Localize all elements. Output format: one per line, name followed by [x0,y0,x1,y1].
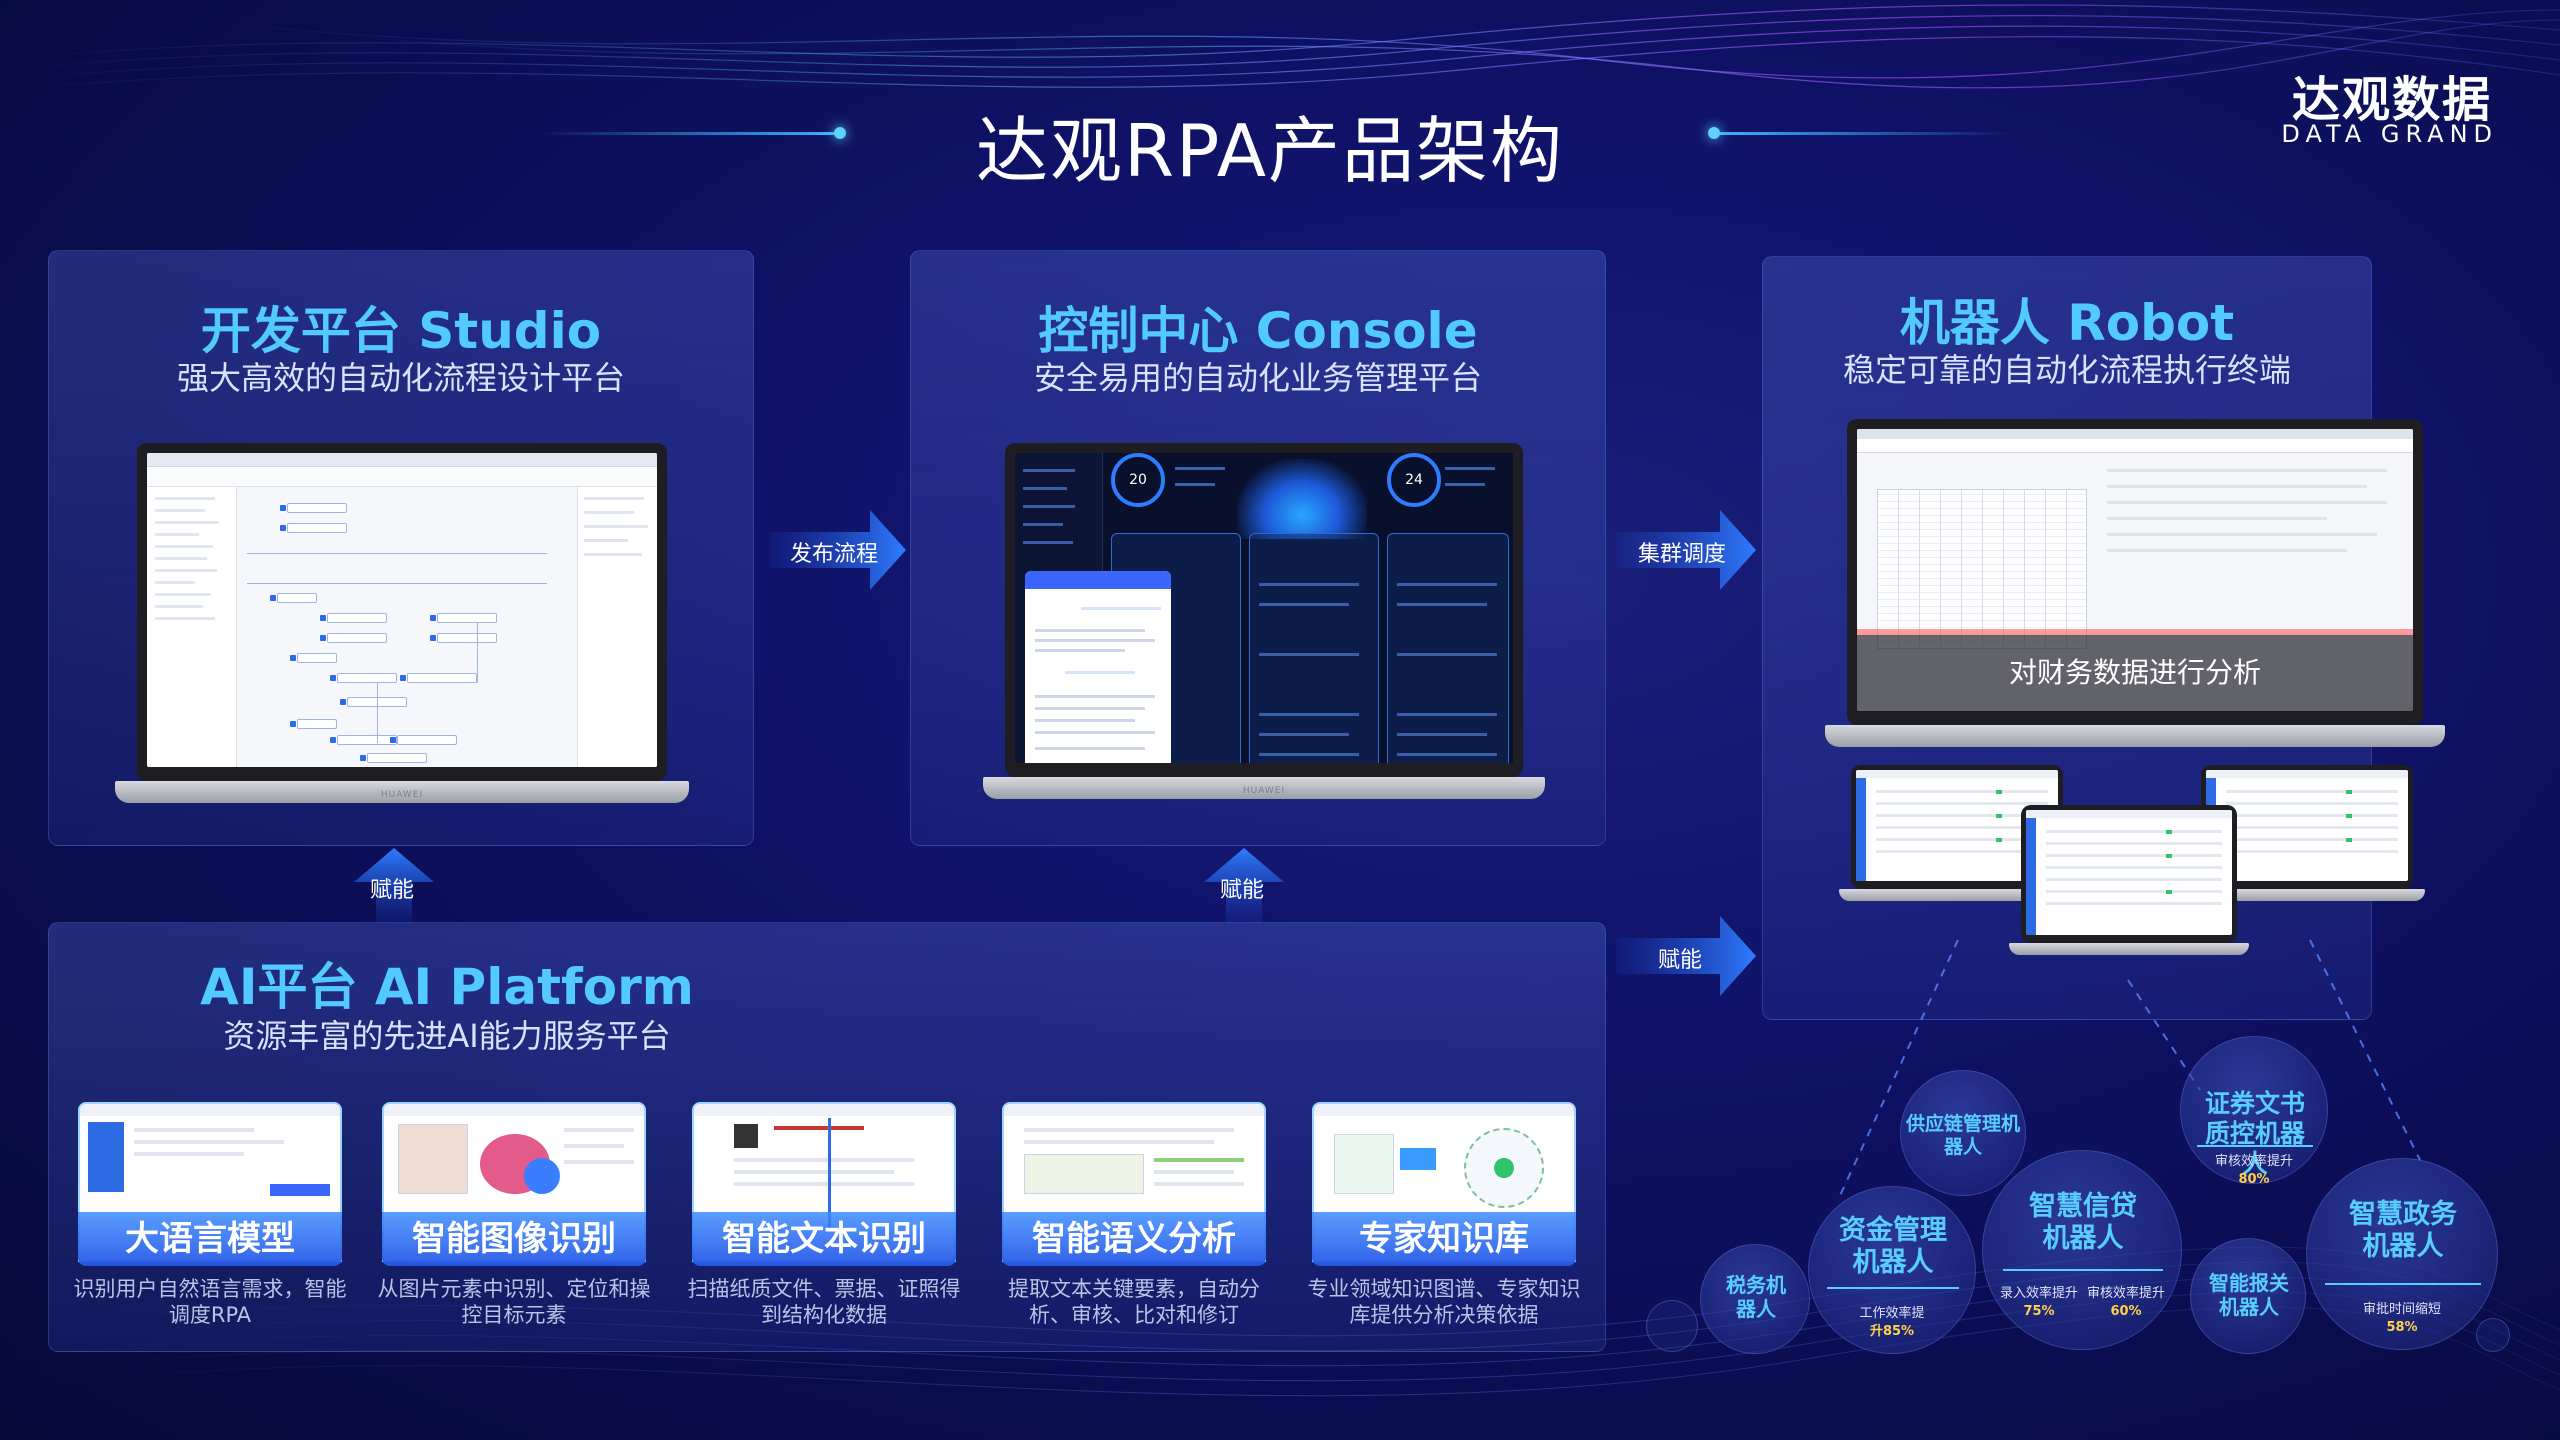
gov-stat-label: 审批时间缩短 [2362,1302,2441,1317]
console-laptop: 20 24 [983,443,1545,799]
console-screenshot: 20 24 [1015,453,1513,763]
ai-card-ocr[interactable]: 智能文本识别 扫描纸质文件、票据、证照得到结构化数据 [688,1102,961,1327]
title-decor-dot-left [834,127,846,139]
bubble-supply-chain: 供应链管理机器人 [1900,1070,2026,1196]
ai-card-desc: 识别用户自然语言需求，智能调度RPA [73,1277,347,1327]
tax-title: 税务机器人 [1726,1273,1786,1321]
securities-title: 证券文书质控机器人 [2204,1089,2305,1178]
publish-flow-label: 发布流程 [790,542,879,567]
securities-stat: 审核效率提升 80% [2181,1153,2327,1188]
securities-stat-label: 审核效率提升 [2214,1154,2293,1169]
ai-card-label: 专家知识库 [1312,1212,1576,1266]
robot-overlay-caption: 对财务数据进行分析 [2008,656,2261,689]
ai-card-desc: 专业领域知识图谱、专家知识库提供分析决策依据 [1307,1277,1581,1327]
robot-panel: 机器人 Robot 稳定可靠的自动化流程执行终端 对财务数据进行分析 [1762,256,2445,1020]
console-city-graphic [1237,459,1367,539]
ai-card-desc: 扫描纸质文件、票据、证照得到结构化数据 [687,1277,961,1327]
ai-card-llm[interactable]: 大语言模型 识别用户自然语言需求，智能调度RPA [74,1102,347,1327]
ai-card-semantic-analysis[interactable]: 智能语义分析 提取文本关键要素，自动分析、审核、比对和修订 [1002,1102,1266,1327]
empower-robot-label: 赋能 [1658,948,1703,973]
securities-stat-value: 80% [2238,1171,2270,1187]
gov-stat-value: 58% [2386,1319,2418,1335]
studio-subtitle: 强大高效的自动化流程设计平台 [176,359,625,397]
credit-title: 智慧信贷机器人 [2029,1191,2137,1255]
bubble-funds: 资金管理机器人 工作效率提升85% [1808,1186,1976,1354]
robot-screenshot: 对财务数据进行分析 [1857,429,2413,711]
credit-stat1-label: 录入效率提升 [1999,1286,2078,1301]
decor-ring-small-right [2476,1318,2510,1352]
ai-platform-title: AI平台 AI Platform [200,958,694,1016]
studio-screenshot [147,453,657,767]
supply-chain-title: 供应链管理机器人 [1905,1113,2020,1158]
ai-card-desc: 提取文本关键要素，自动分析、审核、比对和修订 [1008,1277,1260,1327]
funds-stat-value: 升85% [1869,1323,1915,1339]
bubble-customs: 智能报关机器人 [2190,1238,2306,1354]
ai-platform-subtitle: 资源丰富的先进AI能力服务平台 [223,1017,671,1055]
console-panel: 控制中心 Console 安全易用的自动化业务管理平台 20 24 [910,250,1606,846]
brand-logo-cn: 达观数据 [2291,72,2492,128]
console-subtitle: 安全易用的自动化业务管理平台 [1033,359,1482,397]
bubble-tax: 税务机器人 [1700,1244,1810,1354]
gov-title: 智慧政务机器人 [2349,1199,2457,1263]
title-decor-line-left [540,132,840,135]
ai-card-knowledge-base[interactable]: 专家知识库 专业领域知识图谱、专家知识库提供分析决策依据 [1308,1102,1581,1327]
bubble-gov: 智慧政务机器人 审批时间缩短 58% [2306,1158,2498,1350]
customs-title: 智能报关机器人 [2209,1271,2289,1319]
studio-laptop: HUAWEI [115,443,689,803]
empower-console-arrow: 赋能 [1204,848,1284,924]
console-title: 控制中心 Console [1038,302,1478,360]
console-gauge-left: 20 [1111,453,1165,507]
title-decor-dot-right [1708,127,1720,139]
funds-title: 资金管理机器人 [1839,1215,1947,1279]
funds-stat: 工作效率提升85% [1809,1305,1975,1340]
funds-stat-label: 工作效率提 [1859,1306,1925,1321]
gov-stat: 审批时间缩短 58% [2307,1301,2497,1336]
decor-ring-small-left [1646,1300,1698,1352]
ai-card-label: 大语言模型 [78,1212,342,1266]
ai-card-desc: 从图片元素中识别、定位和操控目标元素 [377,1277,651,1327]
cluster-schedule-arrow: 集群调度 [1616,510,1756,590]
empower-console-label: 赋能 [1220,878,1265,903]
credit-stat-1: 录入效率提升 75% [1999,1285,2079,1320]
empower-robot-arrow: 赋能 [1616,916,1756,996]
console-gauge-right: 24 [1387,453,1441,507]
publish-flow-arrow: 发布流程 [770,510,906,590]
studio-title: 开发平台 Studio [200,302,602,360]
console-chat-window [1025,571,1171,763]
ai-card-label: 智能文本识别 [692,1212,956,1266]
robot-title: 机器人 Robot [1899,294,2235,352]
studio-panel: 开发平台 Studio 强大高效的自动化流程设计平台 [48,250,754,846]
title-decor-line-right [1712,132,2012,135]
credit-stat-2: 审核效率提升 60% [2083,1285,2169,1320]
robot-laptop: 对财务数据进行分析 [1825,419,2445,747]
robot-mini-laptop-center [2009,805,2249,955]
credit-stat2-value: 60% [2110,1303,2142,1319]
ai-card-label: 智能图像识别 [382,1212,646,1266]
ai-card-image-recognition[interactable]: 智能图像识别 从图片元素中识别、定位和操控目标元素 [378,1102,651,1327]
bubble-securities: 证券文书质控机器人 审核效率提升 80% [2180,1036,2328,1187]
bubble-credit: 智慧信贷机器人 录入效率提升 75% 审核效率提升 60% [1982,1150,2182,1350]
empower-studio-arrow: 赋能 [354,848,434,924]
brand-logo-en: DATA GRAND [2281,120,2498,148]
ai-card-label: 智能语义分析 [1002,1212,1266,1266]
page-title: 达观RPA产品架构 [975,109,1565,193]
empower-studio-label: 赋能 [370,878,415,903]
robot-subtitle: 稳定可靠的自动化流程执行终端 [1842,351,2291,389]
studio-laptop-brand: HUAWEI [380,790,424,800]
credit-stat1-value: 75% [2023,1303,2055,1319]
credit-stat2-label: 审核效率提升 [2086,1286,2165,1301]
console-laptop-brand: HUAWEI [1242,786,1286,796]
cluster-schedule-label: 集群调度 [1638,542,1727,567]
